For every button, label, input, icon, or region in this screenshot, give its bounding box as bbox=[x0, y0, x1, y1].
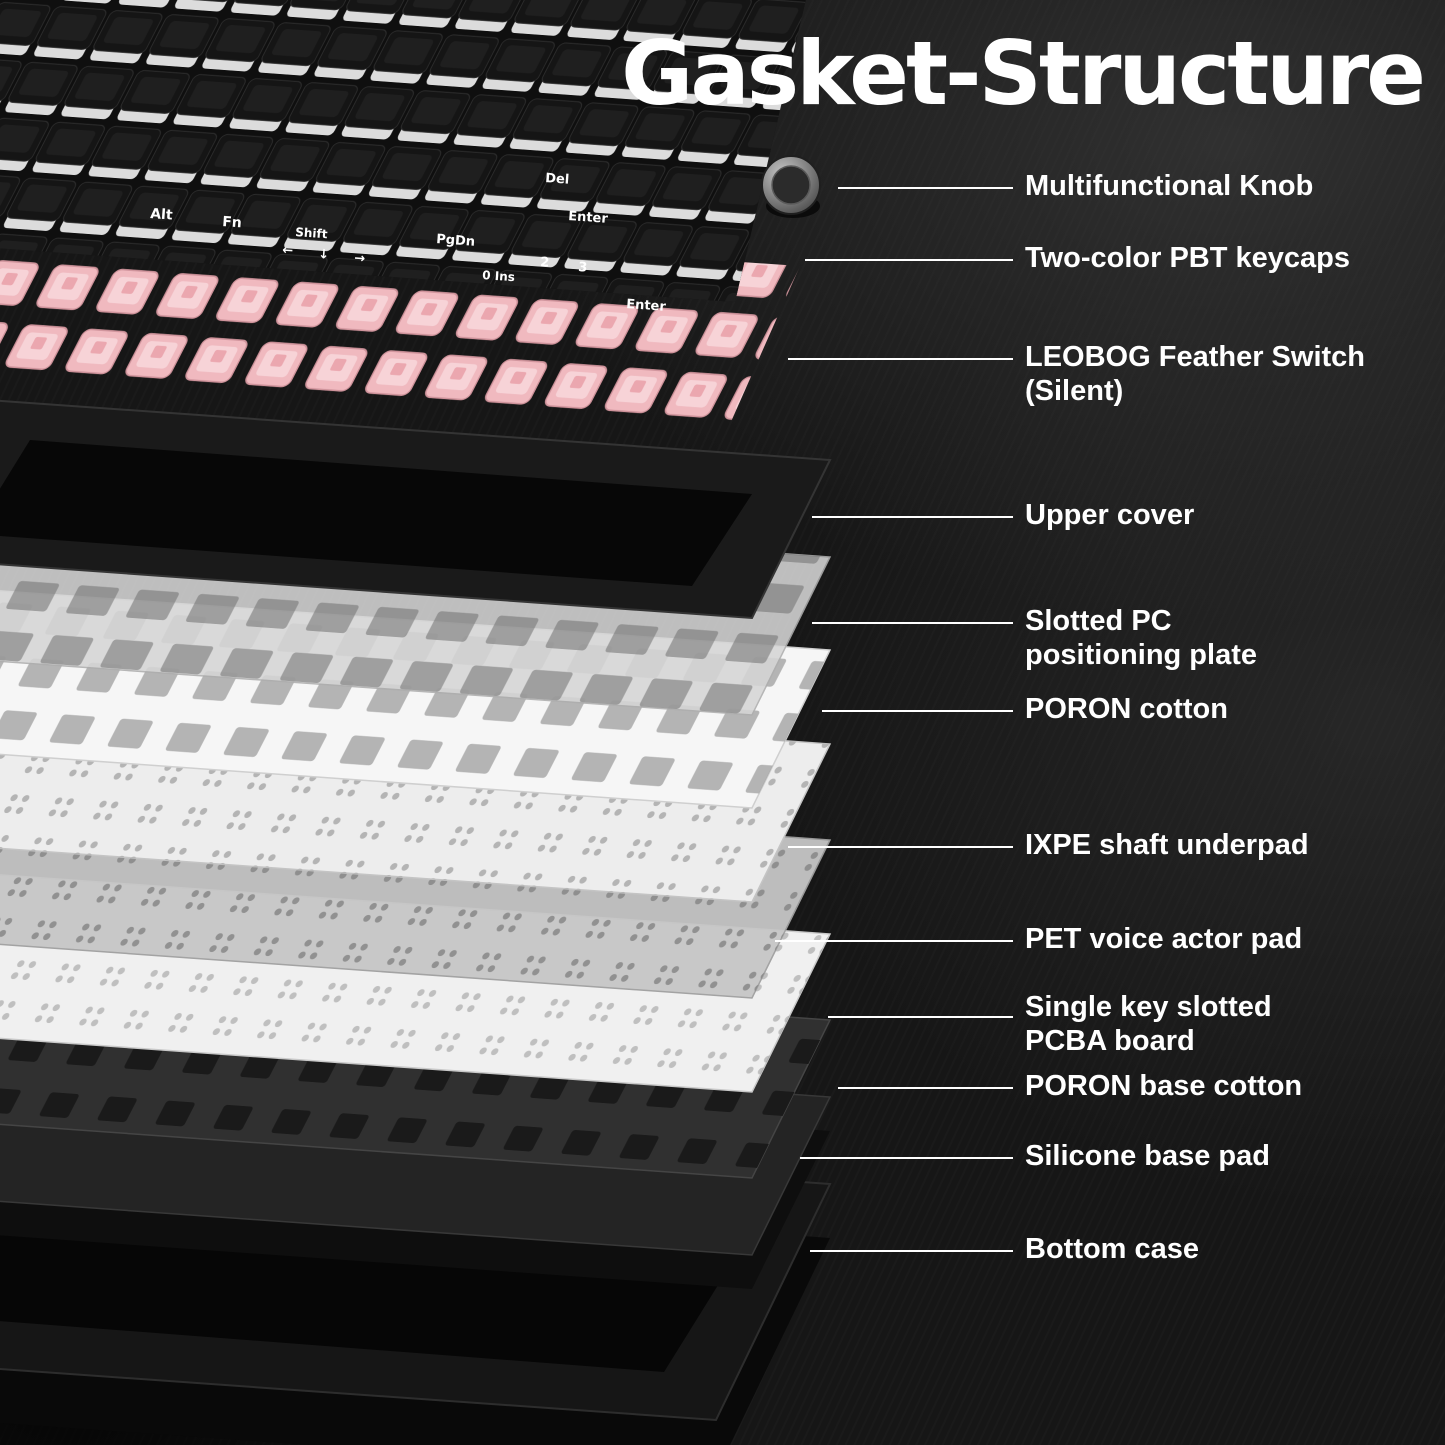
layer-keycaps: Alt Fn Shift Del PgDn Enter 0 Ins 2 3 En… bbox=[0, 0, 806, 315]
svg-text:→: → bbox=[354, 251, 366, 267]
leader-line-silicone bbox=[800, 1157, 1013, 1159]
callout-label-pcba: Single key slotted PCBA board bbox=[1025, 991, 1272, 1057]
svg-text:PgDn: PgDn bbox=[436, 232, 476, 250]
svg-text:Enter: Enter bbox=[626, 297, 667, 315]
svg-text:Alt: Alt bbox=[150, 206, 174, 224]
leader-line-poron-cotton bbox=[822, 710, 1013, 712]
keycap-legends: Alt Fn Shift Del PgDn Enter 0 Ins 2 3 En… bbox=[150, 171, 667, 315]
callout-label-pet: PET voice actor pad bbox=[1025, 923, 1303, 955]
leader-line-poron-base bbox=[838, 1087, 1013, 1089]
svg-text:Shift: Shift bbox=[295, 225, 328, 241]
svg-text:←: ← bbox=[282, 243, 294, 259]
svg-text:↓: ↓ bbox=[318, 247, 330, 263]
callout-label-switch: LEOBOG Feather Switch (Silent) bbox=[1025, 341, 1365, 407]
callout-label-plate: Slotted PC positioning plate bbox=[1025, 605, 1257, 671]
leader-line-ixpe bbox=[788, 846, 1013, 848]
callout-label-silicone: Silicone base pad bbox=[1025, 1140, 1270, 1172]
leader-line-knob bbox=[838, 187, 1013, 189]
svg-text:Del: Del bbox=[545, 171, 570, 188]
leader-line-switch bbox=[788, 358, 1013, 360]
svg-text:3: 3 bbox=[578, 260, 588, 276]
leader-line-bottom-case bbox=[810, 1250, 1013, 1252]
page-title: Gasket-Structure bbox=[621, 22, 1426, 125]
svg-text:Enter: Enter bbox=[568, 209, 609, 227]
callout-label-bottom-case: Bottom case bbox=[1025, 1233, 1200, 1265]
leader-line-pcba bbox=[828, 1016, 1013, 1018]
svg-text:Fn: Fn bbox=[222, 214, 243, 231]
leader-line-upper-cover bbox=[812, 516, 1013, 518]
leader-line-pet bbox=[775, 940, 1013, 942]
callout-label-poron-base: PORON base cotton bbox=[1025, 1070, 1303, 1102]
callout-label-knob: Multifunctional Knob bbox=[1025, 170, 1314, 202]
callout-label-poron-cotton: PORON cotton bbox=[1025, 693, 1228, 725]
knob bbox=[761, 155, 821, 218]
callout-label-keycaps: Two-color PBT keycaps bbox=[1025, 242, 1350, 274]
callout-label-upper-cover: Upper cover bbox=[1025, 499, 1195, 531]
svg-text:0 Ins: 0 Ins bbox=[482, 268, 516, 284]
layer-upper-cover bbox=[0, 399, 832, 620]
callout-label-ixpe: IXPE shaft underpad bbox=[1025, 829, 1309, 861]
leader-line-plate bbox=[812, 622, 1013, 624]
svg-text:2: 2 bbox=[540, 255, 550, 271]
leader-line-keycaps bbox=[805, 259, 1013, 261]
